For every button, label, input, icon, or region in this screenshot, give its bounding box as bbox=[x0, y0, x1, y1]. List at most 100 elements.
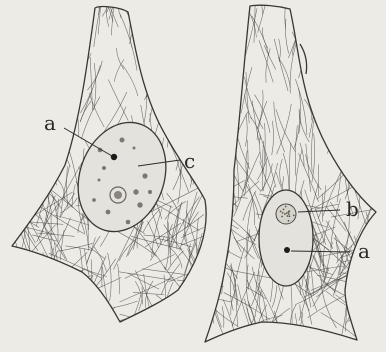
fibril bbox=[62, 69, 75, 96]
fibril bbox=[212, 166, 218, 205]
fibril bbox=[213, 159, 214, 200]
fibril bbox=[137, 222, 144, 248]
fibril bbox=[61, 198, 78, 213]
fibril bbox=[209, 29, 221, 63]
fibril bbox=[162, 44, 170, 77]
fibril bbox=[375, 146, 385, 185]
fibril bbox=[184, 8, 199, 39]
fibril bbox=[359, 288, 386, 308]
fibril bbox=[108, 80, 128, 121]
fibril bbox=[306, 144, 311, 192]
fibril bbox=[307, 0, 309, 18]
fibril bbox=[185, 126, 192, 145]
right-cell: b a bbox=[163, 0, 386, 344]
fibril bbox=[295, 149, 302, 196]
nucleolus-granule bbox=[288, 211, 290, 213]
fibril bbox=[2, 251, 28, 260]
fibril bbox=[81, 259, 115, 304]
fibril bbox=[359, 152, 360, 174]
fibril bbox=[75, 0, 87, 39]
fibril bbox=[80, 40, 82, 73]
fibril bbox=[56, 138, 71, 166]
fibril bbox=[143, 0, 165, 45]
fibril bbox=[0, 215, 18, 226]
fibril bbox=[220, 35, 228, 62]
fibril bbox=[0, 295, 19, 299]
fibril bbox=[376, 165, 385, 194]
fibril bbox=[204, 0, 210, 15]
fibril bbox=[37, 0, 55, 48]
fibril bbox=[77, 276, 93, 307]
fibril bbox=[200, 53, 210, 107]
fibril bbox=[69, 9, 72, 31]
fibril bbox=[346, 290, 367, 334]
fibril bbox=[230, 270, 233, 310]
fibril bbox=[210, 168, 216, 223]
fibril bbox=[117, 48, 124, 69]
fibril bbox=[291, 305, 296, 327]
fibril bbox=[45, 282, 61, 313]
fibril bbox=[0, 33, 16, 81]
fibril bbox=[207, 153, 216, 202]
fibril bbox=[307, 0, 308, 30]
fibril bbox=[201, 294, 231, 302]
fibril bbox=[312, 121, 314, 173]
fibril bbox=[378, 266, 381, 326]
fibril bbox=[21, 52, 22, 92]
granule bbox=[133, 189, 138, 194]
fibril bbox=[39, 116, 41, 162]
fibril bbox=[17, 0, 18, 21]
left-cell: a c bbox=[0, 0, 253, 329]
fibril bbox=[96, 303, 111, 324]
fibril bbox=[356, 310, 362, 335]
fibril bbox=[165, 237, 168, 271]
fibril bbox=[352, 41, 353, 83]
fibril bbox=[312, 0, 331, 30]
fibril bbox=[245, 114, 247, 146]
fibril bbox=[341, 273, 366, 276]
fibril bbox=[334, 41, 350, 80]
fibril bbox=[274, 39, 288, 91]
fibril bbox=[208, 194, 220, 249]
fibril bbox=[317, 161, 356, 200]
fibril bbox=[13, 132, 32, 163]
fibril bbox=[319, 96, 328, 148]
fibril bbox=[96, 288, 98, 315]
fibril bbox=[192, 253, 213, 278]
fibril bbox=[194, 257, 212, 314]
fibril bbox=[298, 0, 305, 31]
fibril bbox=[134, 0, 141, 13]
fibril bbox=[374, 38, 386, 90]
label-left-c: c bbox=[184, 149, 195, 173]
fibril bbox=[334, 45, 355, 100]
fibril bbox=[51, 144, 60, 165]
fibril bbox=[132, 294, 141, 320]
fibril bbox=[14, 317, 31, 330]
fibril bbox=[215, 0, 232, 8]
fibril bbox=[226, 133, 230, 154]
fibril bbox=[34, 151, 50, 179]
fibril bbox=[167, 303, 168, 328]
fibril bbox=[13, 19, 14, 52]
fibril bbox=[229, 88, 236, 142]
granule bbox=[142, 173, 147, 178]
fibril bbox=[245, 183, 259, 219]
fibril bbox=[177, 280, 199, 282]
fibril bbox=[259, 41, 273, 83]
fibril bbox=[177, 120, 182, 172]
fibril bbox=[339, 112, 342, 142]
fibril bbox=[10, 81, 22, 112]
fibril bbox=[120, 314, 157, 326]
fibril bbox=[210, 266, 215, 292]
fibril bbox=[154, 38, 157, 98]
fibril bbox=[25, 0, 47, 27]
fibril bbox=[31, 0, 39, 15]
fibril bbox=[72, 47, 75, 88]
fibril bbox=[208, 237, 242, 258]
fibril bbox=[295, 37, 315, 88]
fibril bbox=[29, 140, 39, 169]
fibril bbox=[357, 13, 364, 52]
fibril bbox=[264, 341, 287, 343]
nucleolus-granule bbox=[283, 209, 285, 211]
fibril bbox=[8, 110, 31, 155]
